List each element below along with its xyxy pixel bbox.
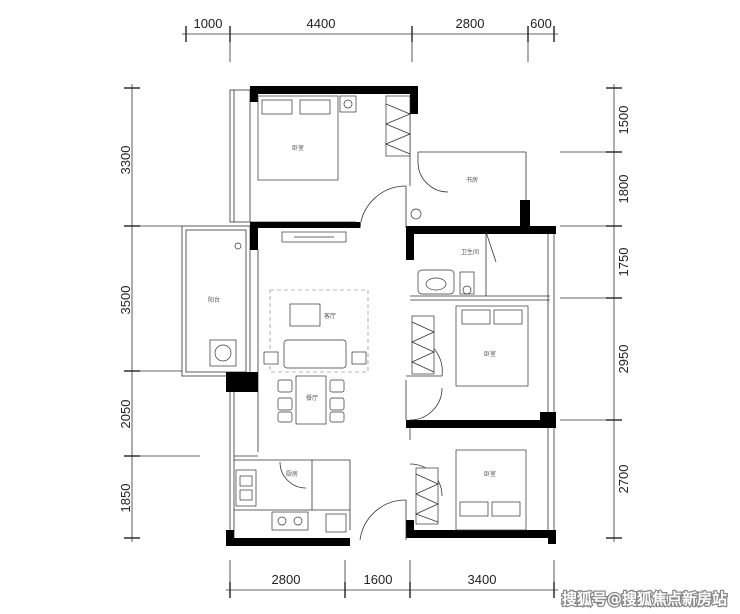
right-dimensions: 1500 1800 1750 2950 2700 bbox=[560, 84, 631, 542]
fridge bbox=[325, 513, 347, 533]
wardrobe bbox=[385, 95, 411, 157]
dim-right-2: 1800 bbox=[616, 175, 631, 204]
kitchen-sink bbox=[235, 469, 257, 507]
label-dining-room: 餐厅 bbox=[306, 394, 318, 402]
door-swing bbox=[359, 185, 407, 229]
label-bedroom-3: 卧室 bbox=[484, 470, 496, 478]
rug bbox=[269, 289, 369, 373]
door-swing bbox=[359, 499, 407, 541]
door-swing bbox=[417, 161, 449, 193]
dim-top-2: 4400 bbox=[307, 16, 336, 31]
coffee-table bbox=[289, 303, 321, 327]
wall-segment bbox=[406, 226, 556, 234]
wall-segment bbox=[540, 412, 556, 428]
dim-right-3: 1750 bbox=[616, 248, 631, 277]
wall-segment bbox=[406, 520, 414, 538]
dim-left-3: 2050 bbox=[118, 400, 133, 429]
top-dimensions: 1000 4400 2800 600 bbox=[182, 16, 558, 62]
fixture bbox=[410, 208, 422, 220]
label-master-bedroom: 卧室 bbox=[292, 144, 304, 152]
left-dimensions: 3300 3500 2050 1850 bbox=[118, 84, 200, 542]
wardrobe bbox=[415, 467, 439, 525]
watermark: 搜狐号@搜狐焦点新房站 bbox=[561, 589, 729, 610]
room-labels: 卧室 书房 阳台 客厅 餐厅 卫生间 卧室 卧室 厨房 bbox=[208, 144, 496, 478]
wall-segment bbox=[406, 226, 414, 260]
wardrobe bbox=[411, 315, 435, 375]
label-kitchen: 厨房 bbox=[286, 470, 298, 478]
wall-segment bbox=[410, 86, 418, 114]
dim-bottom-1: 2800 bbox=[272, 572, 301, 587]
dim-left-1: 3300 bbox=[118, 146, 133, 175]
doors bbox=[279, 161, 449, 541]
dim-top-4: 600 bbox=[530, 16, 552, 31]
bed bbox=[455, 449, 527, 531]
dim-right-5: 2700 bbox=[616, 465, 631, 494]
wall-segment bbox=[250, 86, 258, 102]
dim-right-4: 2950 bbox=[616, 345, 631, 374]
watermark-text: 搜狐号@搜狐焦点新房站 bbox=[562, 590, 727, 608]
label-balcony: 阳台 bbox=[208, 296, 220, 304]
structural-walls bbox=[226, 86, 556, 546]
side-table bbox=[263, 351, 279, 365]
dim-top-3: 2800 bbox=[456, 16, 485, 31]
side-table bbox=[351, 351, 367, 365]
wall-segment bbox=[250, 226, 258, 250]
wall-segment bbox=[406, 530, 556, 538]
label-bathroom: 卫生间 bbox=[461, 248, 479, 256]
wall-segment bbox=[226, 530, 234, 546]
dim-bottom-2: 1600 bbox=[364, 572, 393, 587]
label-bedroom-2: 卧室 bbox=[484, 350, 496, 358]
wall-segment bbox=[406, 420, 556, 428]
stove bbox=[271, 511, 309, 531]
bottom-dimensions: 2800 1600 3400 bbox=[226, 560, 558, 598]
dim-top-1: 1000 bbox=[194, 16, 223, 31]
door-swing bbox=[409, 387, 443, 421]
wall-segment bbox=[250, 86, 418, 94]
dim-left-4: 1850 bbox=[118, 484, 133, 513]
furniture bbox=[209, 95, 529, 533]
dining-table bbox=[295, 375, 327, 425]
door-swing bbox=[279, 461, 307, 489]
wall-segment bbox=[520, 200, 530, 226]
dim-bottom-3: 3400 bbox=[468, 572, 497, 587]
label-study: 书房 bbox=[466, 176, 478, 184]
wall-segment bbox=[226, 372, 258, 392]
dim-right-1: 1500 bbox=[616, 106, 631, 135]
wall-segment bbox=[250, 222, 360, 228]
sofa bbox=[283, 339, 347, 369]
label-living-room: 客厅 bbox=[324, 312, 336, 320]
dim-left-2: 3500 bbox=[118, 286, 133, 315]
wall-segment bbox=[226, 538, 350, 546]
